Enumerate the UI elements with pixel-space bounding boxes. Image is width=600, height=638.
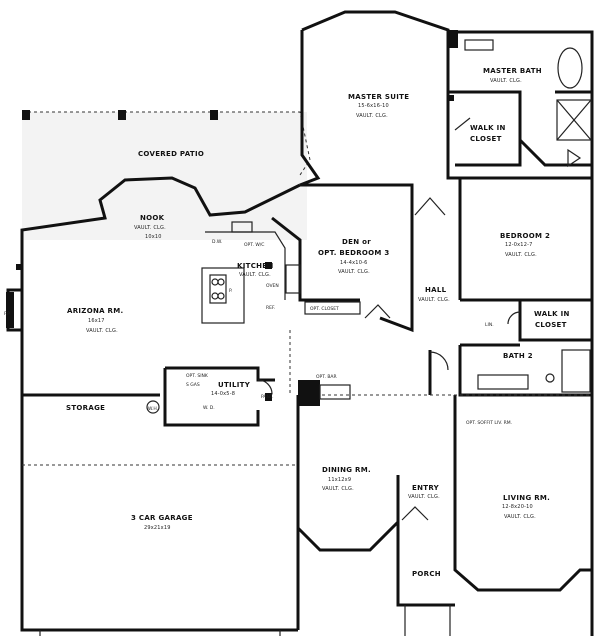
- label-walk-in-closet-master-2: CLOSET: [470, 135, 502, 143]
- label-water-heater: W.H.: [148, 406, 158, 412]
- front-walk: [404, 605, 451, 636]
- interior-walls: [163, 90, 592, 530]
- dims-utility: 14-0x5-8: [211, 391, 235, 397]
- label-master-bath: MASTER BATH: [483, 67, 542, 75]
- dims-nook: 10x10: [145, 234, 162, 240]
- label-linen: LIN.: [485, 322, 494, 328]
- ceiling-master-bath: VAULT. CLG.: [490, 78, 522, 84]
- bath-fixtures: [448, 30, 592, 393]
- label-opt-closet: OPT. CLOSET: [310, 306, 339, 312]
- label-den-2: OPT. BEDROOM 3: [318, 249, 390, 257]
- ceiling-master-suite: VAULT. CLG.: [356, 113, 388, 119]
- ceiling-dining: VAULT. CLG.: [322, 486, 354, 492]
- exterior-walls: [6, 10, 594, 636]
- label-ref: REF.: [266, 305, 275, 311]
- dims-arizona: 16x17: [88, 318, 105, 324]
- label-garage: 3 CAR GARAGE: [131, 514, 193, 522]
- patio-post: [118, 110, 126, 120]
- covered-patio-area: [22, 112, 307, 240]
- label-master-suite: MASTER SUITE: [348, 93, 409, 101]
- covered-patio-outline: [22, 111, 311, 176]
- patio-post: [210, 110, 218, 120]
- label-washer-dryer: W. D.: [203, 405, 215, 411]
- dims-garage: 29x21x19: [144, 525, 171, 531]
- label-pantry-symbol: P.: [229, 288, 232, 294]
- label-kitchen: KITCHEN: [237, 262, 274, 270]
- label-living: LIVING RM.: [503, 494, 550, 502]
- ceiling-hall: VAULT. CLG.: [418, 297, 450, 303]
- label-fireplace: F.P.: [4, 311, 11, 317]
- label-opt-sink: OPT. SINK: [186, 373, 209, 379]
- label-entry: ENTRY: [412, 484, 440, 492]
- ceiling-kitchen: VAULT. CLG.: [239, 272, 271, 278]
- ceiling-den: VAULT. CLG.: [338, 269, 370, 275]
- label-covered-patio: COVERED PATIO: [138, 150, 204, 158]
- label-bath-2: BATH 2: [503, 352, 533, 360]
- label-walk-in-closet-master-1: WALK IN: [470, 124, 506, 132]
- dims-bedroom-2: 12-0x12-7: [505, 242, 532, 248]
- label-hall: HALL: [425, 286, 447, 294]
- label-nook: NOOK: [140, 214, 165, 222]
- ceiling-entry: VAULT. CLG.: [408, 494, 440, 500]
- label-dining: DINING RM.: [322, 466, 371, 474]
- ceiling-arizona: VAULT. CLG.: [86, 328, 118, 334]
- label-walk-in-closet-b2-2: CLOSET: [535, 321, 567, 329]
- label-utility: UTILITY: [218, 381, 251, 389]
- label-opt-soffit: OPT. SOFFIT LIV. RM.: [466, 420, 512, 426]
- label-utility-prefix: S GAS: [186, 382, 200, 388]
- dims-dining: 11x12x9: [328, 477, 351, 483]
- label-den-1: DEN or: [342, 238, 371, 246]
- ceiling-bedroom-2: VAULT. CLG.: [505, 252, 537, 258]
- label-walk-in-closet-b2-1: WALK IN: [534, 310, 570, 318]
- dims-master-suite: 15-6x16-10: [358, 103, 389, 109]
- ceiling-nook: VAULT. CLG.: [134, 225, 166, 231]
- patio-post: [22, 110, 30, 120]
- label-opt-wc: OPT. W/C: [244, 242, 264, 248]
- label-storage: STORAGE: [66, 404, 105, 412]
- label-bedroom-2: BEDROOM 2: [500, 232, 550, 240]
- label-pantry: PANT.: [261, 394, 274, 400]
- dims-den: 14-4x10-6: [340, 260, 367, 266]
- label-opt-bar: OPT. BAR: [316, 374, 337, 380]
- label-porch: PORCH: [412, 570, 441, 578]
- label-arizona: ARIZONA RM.: [67, 307, 123, 315]
- garage-door-line: [39, 630, 281, 636]
- label-oven: OVEN: [266, 283, 279, 289]
- ceiling-living: VAULT. CLG.: [504, 514, 536, 520]
- dims-living: 12-8x20-10: [502, 504, 533, 510]
- label-dishwasher: D.W.: [212, 239, 222, 245]
- doors: [257, 117, 521, 521]
- kitchen-fixtures: [16, 221, 361, 414]
